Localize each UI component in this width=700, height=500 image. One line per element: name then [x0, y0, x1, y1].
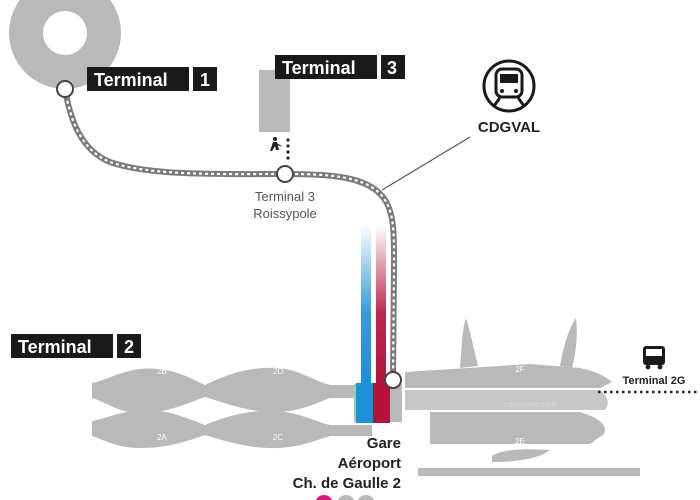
terminal3-label-text: Terminal	[282, 58, 356, 78]
walking-path-dots	[286, 138, 290, 160]
station-terminal1[interactable]	[56, 80, 74, 98]
roissypole-line1: Terminal 3	[255, 189, 315, 204]
terminal2-label: Terminal 2	[11, 334, 141, 358]
train-icon	[482, 59, 536, 113]
hall-2d-label: 2D	[273, 367, 283, 376]
terminal1-label: Terminal 1	[87, 67, 217, 91]
terminal2-number: 2	[124, 337, 134, 357]
gare-label-line1: Gare	[367, 435, 401, 452]
terminal1-building	[9, 0, 121, 89]
gare-label-line2: Aéroport	[338, 455, 401, 472]
transport-icons-partial	[315, 495, 375, 500]
terminal3-number: 3	[387, 58, 397, 78]
terminal3-label: Terminal 3	[275, 55, 405, 79]
hall-2b-label: 2B	[157, 367, 167, 376]
hall-2f-label: 2F	[515, 365, 524, 374]
station-roissypole[interactable]	[276, 165, 294, 183]
station-gare-cdg2[interactable]	[384, 371, 402, 389]
hall-2e-label: 2E	[515, 437, 525, 446]
terminal2-label-text: Terminal	[18, 337, 92, 357]
rer-line-blue	[361, 225, 371, 385]
terminal2-buildings	[92, 318, 640, 476]
tgv-platform-red	[373, 383, 390, 423]
tgv-line-red	[376, 225, 386, 385]
rer-platform-blue	[356, 383, 373, 423]
gare-label-line3: Ch. de Gaulle 2	[293, 475, 401, 492]
cdgval-label: CDGVAL	[478, 119, 540, 136]
hall-2a-label: 2A	[157, 433, 167, 442]
hall-2c-label: 2C	[273, 433, 283, 442]
roissypole-line2: Roissypole	[253, 206, 317, 221]
terminal2g-label: Terminal 2G	[623, 375, 686, 387]
walking-icon	[270, 137, 282, 151]
cdgval-track	[62, 86, 398, 381]
watermark: cdgbuses.com	[504, 400, 556, 409]
terminal1-label-text: Terminal	[94, 70, 168, 90]
cdgval-pointer-line	[381, 136, 471, 191]
bus-icon	[643, 346, 665, 370]
terminal1-number: 1	[200, 70, 210, 90]
terminal3-building	[259, 70, 290, 132]
